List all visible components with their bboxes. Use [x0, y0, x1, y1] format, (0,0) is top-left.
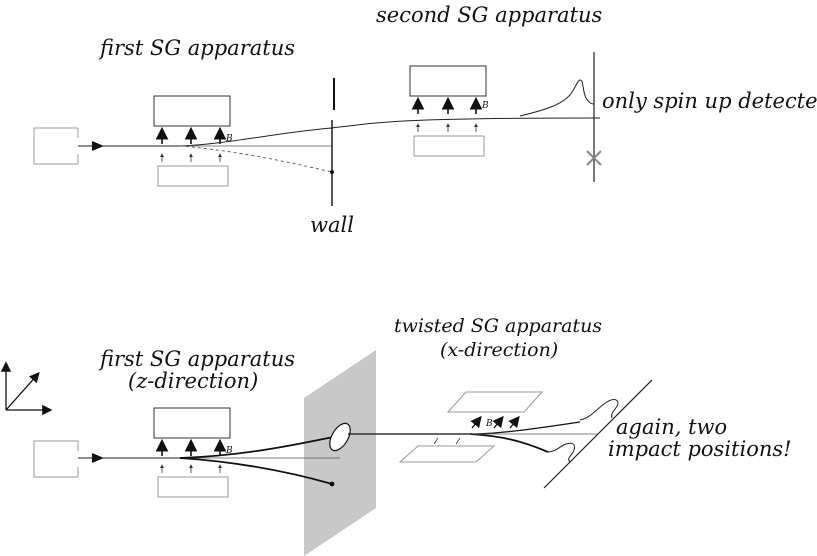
bottom-result-line1: again, two	[616, 415, 727, 439]
bottom-source	[33, 440, 79, 478]
bottom-blocked-dot	[329, 481, 335, 487]
top-spin-up-beam	[179, 117, 601, 147]
bottom-twisted-field-arrows	[433, 415, 520, 445]
axes-icon	[0, 361, 53, 416]
top-beam-arrow	[92, 141, 104, 151]
bottom-twisted-magnet-upper	[446, 391, 544, 413]
top-first-magnet-lower	[157, 165, 229, 187]
top-first-label: first SG apparatus	[98, 36, 295, 60]
top-detector-x-mark	[586, 150, 602, 166]
top-first-field-arrows	[155, 126, 227, 162]
bottom-twisted-field-label: B	[485, 419, 493, 429]
bottom-gray-wall	[304, 350, 376, 556]
bottom-first-field-arrows	[155, 438, 227, 473]
bottom-detector-screen	[543, 379, 653, 489]
bottom-wall-hole	[329, 422, 351, 452]
bottom-spin-down-beam	[179, 457, 333, 485]
top-detector-peak	[519, 79, 595, 117]
bottom-detector-peak-upper	[579, 399, 619, 421]
top-first-field-label: B	[225, 134, 233, 144]
top-second-field-arrows	[411, 96, 483, 132]
top-second-magnet-lower	[413, 135, 485, 157]
bottom-first-field-label: B	[225, 446, 233, 456]
bottom-transmitted-beam	[348, 421, 581, 435]
bottom-first-label-line1: first SG apparatus	[98, 347, 295, 371]
bottom-twisted-label-line1: twisted SG apparatus	[394, 315, 602, 337]
top-source	[33, 127, 79, 165]
bottom-panel: B B first SG apparatus (z-direc	[0, 315, 792, 556]
bottom-first-magnet-upper	[153, 407, 231, 439]
top-wall-label: wall	[310, 213, 354, 237]
bottom-twisted-label-line2: (x-direction)	[440, 339, 558, 361]
top-second-magnet-upper	[409, 65, 487, 97]
top-panel: B B first SG apparatus second SG apparat…	[33, 3, 817, 237]
top-detected-label: only spin up detected	[602, 89, 817, 113]
top-second-label: second SG apparatus	[376, 3, 603, 27]
bottom-spin-up-beam	[179, 435, 339, 459]
bottom-twisted-magnet-lower	[398, 445, 496, 463]
bottom-twisted-lower-beam	[469, 433, 549, 453]
top-second-field-label: B	[481, 101, 489, 111]
bottom-result-line2: impact positions!	[608, 437, 792, 461]
top-first-magnet-upper	[153, 95, 231, 127]
bottom-detector-peak-lower	[547, 442, 575, 463]
bottom-first-label-line2: (z-direction)	[128, 369, 258, 393]
bottom-beam-arrow	[92, 453, 104, 463]
bottom-first-magnet-lower	[157, 476, 229, 498]
